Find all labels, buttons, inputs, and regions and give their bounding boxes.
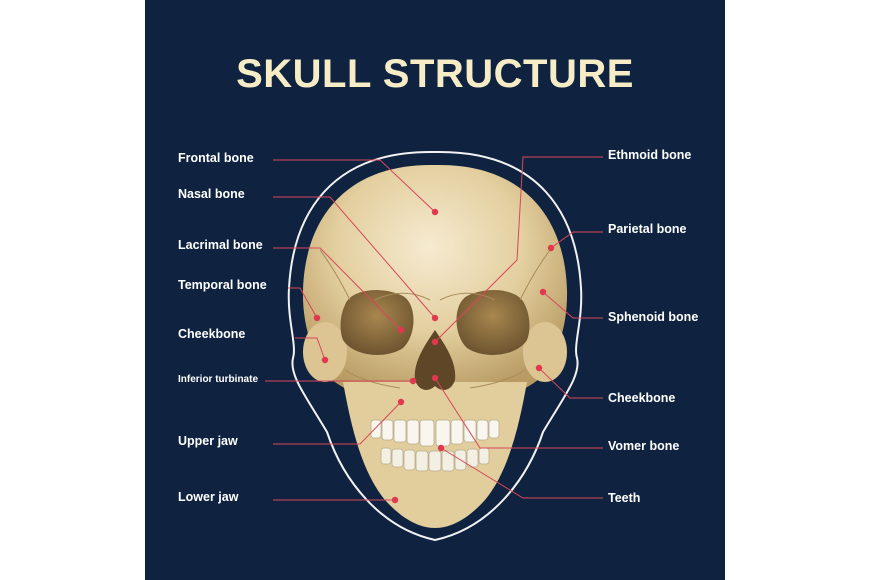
label-upper-jaw: Upper jaw xyxy=(178,434,238,448)
markers xyxy=(313,208,555,504)
right-cheekbone-shape xyxy=(523,322,567,382)
label-sphenoid-bone: Sphenoid bone xyxy=(608,310,699,324)
label-inferior-turbinate: Inferior turbinate xyxy=(178,374,259,385)
label-ethmoid-bone: Ethmoid bone xyxy=(608,148,692,162)
right-eye-socket xyxy=(456,290,530,355)
left-cheekbone-shape xyxy=(303,322,347,382)
leader-lines xyxy=(265,156,603,501)
diagram-title: SKULL STRUCTURE xyxy=(236,52,634,96)
label-temporal-bone: Temporal bone xyxy=(178,278,267,292)
skull-illustration xyxy=(265,150,603,542)
label-lacrimal-bone: Lacrimal bone xyxy=(178,238,263,252)
label-parietal-bone: Parietal bone xyxy=(608,222,687,236)
nasal-cavity xyxy=(414,330,456,390)
label-lower-jaw: Lower jaw xyxy=(178,490,239,504)
label-cheekbone-left: Cheekbone xyxy=(178,327,246,341)
lower-teeth xyxy=(380,447,490,472)
label-teeth: Teeth xyxy=(608,491,641,505)
left-eye-socket xyxy=(340,290,414,355)
suture-lines xyxy=(319,249,551,389)
label-vomer-bone: Vomer bone xyxy=(608,439,680,453)
label-frontal-bone: Frontal bone xyxy=(178,151,254,165)
label-nasal-bone: Nasal bone xyxy=(178,187,245,201)
diagram-panel: SKULL STRUCTURE xyxy=(145,0,725,580)
label-cheekbone-right: Cheekbone xyxy=(608,391,676,405)
